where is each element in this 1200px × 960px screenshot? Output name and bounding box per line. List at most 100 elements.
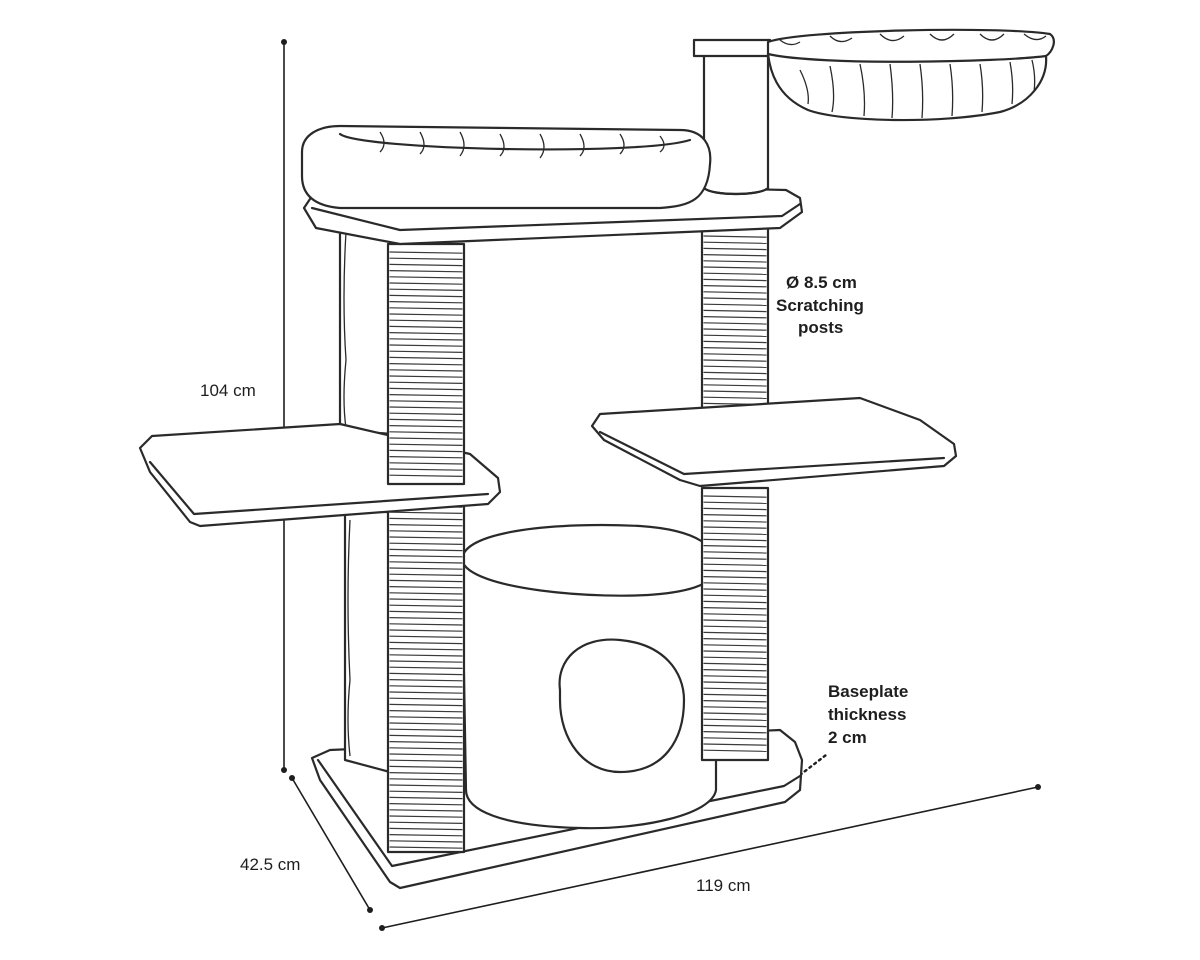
rope-wrap-line — [389, 536, 463, 539]
rope-wrap-line — [389, 728, 463, 731]
rope-wrap-line — [703, 328, 767, 331]
rope-wrap-line — [389, 412, 463, 415]
rope-wrap-line — [703, 706, 767, 709]
rope-wrap-line — [389, 524, 463, 527]
rope-wrap-line — [703, 365, 767, 368]
rope-wrap-line — [703, 619, 767, 622]
rope-wrap-line — [389, 648, 463, 651]
rope-wrap-line — [703, 538, 767, 542]
rope-wrap-line — [703, 520, 767, 523]
rope-wrap-line — [703, 724, 767, 728]
rope-wrap-line — [389, 270, 463, 273]
scratching-post-left-lower — [386, 498, 466, 854]
rope-wrap-line — [703, 712, 767, 715]
scratching-post-left-upper — [386, 242, 466, 486]
rope-wrap-line — [389, 734, 463, 738]
rope-wrap-line — [389, 846, 463, 849]
rope-wrap-line — [389, 666, 463, 669]
rope-wrap-line — [389, 406, 463, 409]
rope-wrap-line — [389, 319, 463, 322]
rope-wrap-line — [703, 638, 767, 641]
rope-wrap-line — [389, 307, 463, 310]
rope-wrap-line — [389, 741, 463, 744]
rope-wrap-line — [389, 548, 463, 552]
rope-wrap-line — [703, 334, 767, 337]
rope-wrap-line — [703, 613, 767, 616]
rope-wrap-line — [389, 691, 463, 694]
rope-wrap-line — [703, 297, 767, 300]
rope-wrap-line — [703, 693, 767, 697]
rope-wrap-line — [703, 303, 767, 306]
depth-label: 42.5 cm — [240, 855, 300, 874]
rope-wrap-line — [389, 313, 463, 316]
rope-wrap-line — [389, 338, 463, 341]
rope-wrap-line — [703, 545, 767, 548]
rope-wrap-line — [389, 425, 463, 428]
rope-wrap-line — [389, 610, 463, 614]
rope-wrap-line — [389, 579, 463, 583]
rope-wrap-line — [703, 644, 767, 647]
rope-wrap-line — [389, 753, 463, 756]
rope-wrap-line — [389, 288, 463, 291]
rope-wrap-line — [389, 629, 463, 632]
rope-wrap-line — [703, 507, 767, 511]
width-dimension — [379, 784, 1041, 931]
rope-wrap-line — [389, 418, 463, 422]
rope-wrap-line — [703, 260, 767, 263]
rope-wrap-line — [703, 501, 767, 504]
rope-wrap-line — [389, 363, 463, 366]
rope-wrap-line — [389, 796, 463, 800]
rope-wrap-line — [389, 542, 463, 545]
rope-wrap-line — [389, 294, 463, 298]
rope-wrap-line — [703, 662, 767, 666]
rope-wrap-line — [703, 353, 767, 356]
rope-wrap-line — [703, 235, 767, 238]
rope-wrap-line — [389, 697, 463, 700]
rope-wrap-line — [389, 561, 463, 564]
rope-wrap-line — [703, 532, 767, 535]
rope-wrap-line — [389, 623, 463, 626]
rope-wrap-line — [703, 625, 767, 628]
rope-wrap-line — [389, 672, 463, 676]
rope-wrap-line — [703, 700, 767, 703]
rope-wrap-line — [389, 765, 463, 769]
rope-wrap-line — [703, 309, 767, 313]
cat-cave — [460, 523, 718, 830]
rope-wrap-line — [703, 347, 767, 350]
rope-wrap-line — [389, 394, 463, 397]
rope-wrap-line — [703, 594, 767, 597]
rope-wrap-line — [703, 631, 767, 635]
rope-wrap-line — [703, 600, 767, 604]
rope-wrap-line — [703, 378, 767, 381]
scratching-post-right-upper — [700, 226, 770, 422]
rope-wrap-line — [703, 669, 767, 672]
rope-wrap-line — [703, 718, 767, 721]
rope-wrap-line — [389, 840, 463, 843]
rope-wrap-line — [389, 679, 463, 682]
rope-wrap-line — [389, 821, 463, 824]
rope-wrap-line — [389, 400, 463, 403]
rope-wrap-line — [389, 573, 463, 576]
rope-wrap-line — [703, 582, 767, 585]
rope-wrap-line — [389, 586, 463, 589]
rope-wrap-line — [389, 567, 463, 570]
rope-wrap-line — [389, 555, 463, 558]
rope-wrap-line — [703, 749, 767, 752]
rope-wrap-line — [703, 371, 767, 375]
rope-wrap-line — [389, 356, 463, 360]
rope-wrap-line — [703, 359, 767, 362]
rope-wrap-line — [389, 654, 463, 657]
rope-wrap-line — [389, 301, 463, 304]
rope-wrap-line — [703, 278, 767, 282]
rope-wrap-line — [703, 743, 767, 746]
cave-entrance — [558, 638, 686, 774]
rope-wrap-line — [703, 737, 767, 740]
rope-wrap-line — [389, 641, 463, 645]
rope-wrap-line — [703, 650, 767, 653]
rope-wrap-line — [389, 325, 463, 329]
rope-wrap-line — [389, 803, 463, 806]
rope-wrap-line — [389, 344, 463, 347]
rope-wrap-line — [703, 285, 767, 288]
rope-wrap-line — [389, 815, 463, 818]
rope-wrap-line — [703, 291, 767, 294]
